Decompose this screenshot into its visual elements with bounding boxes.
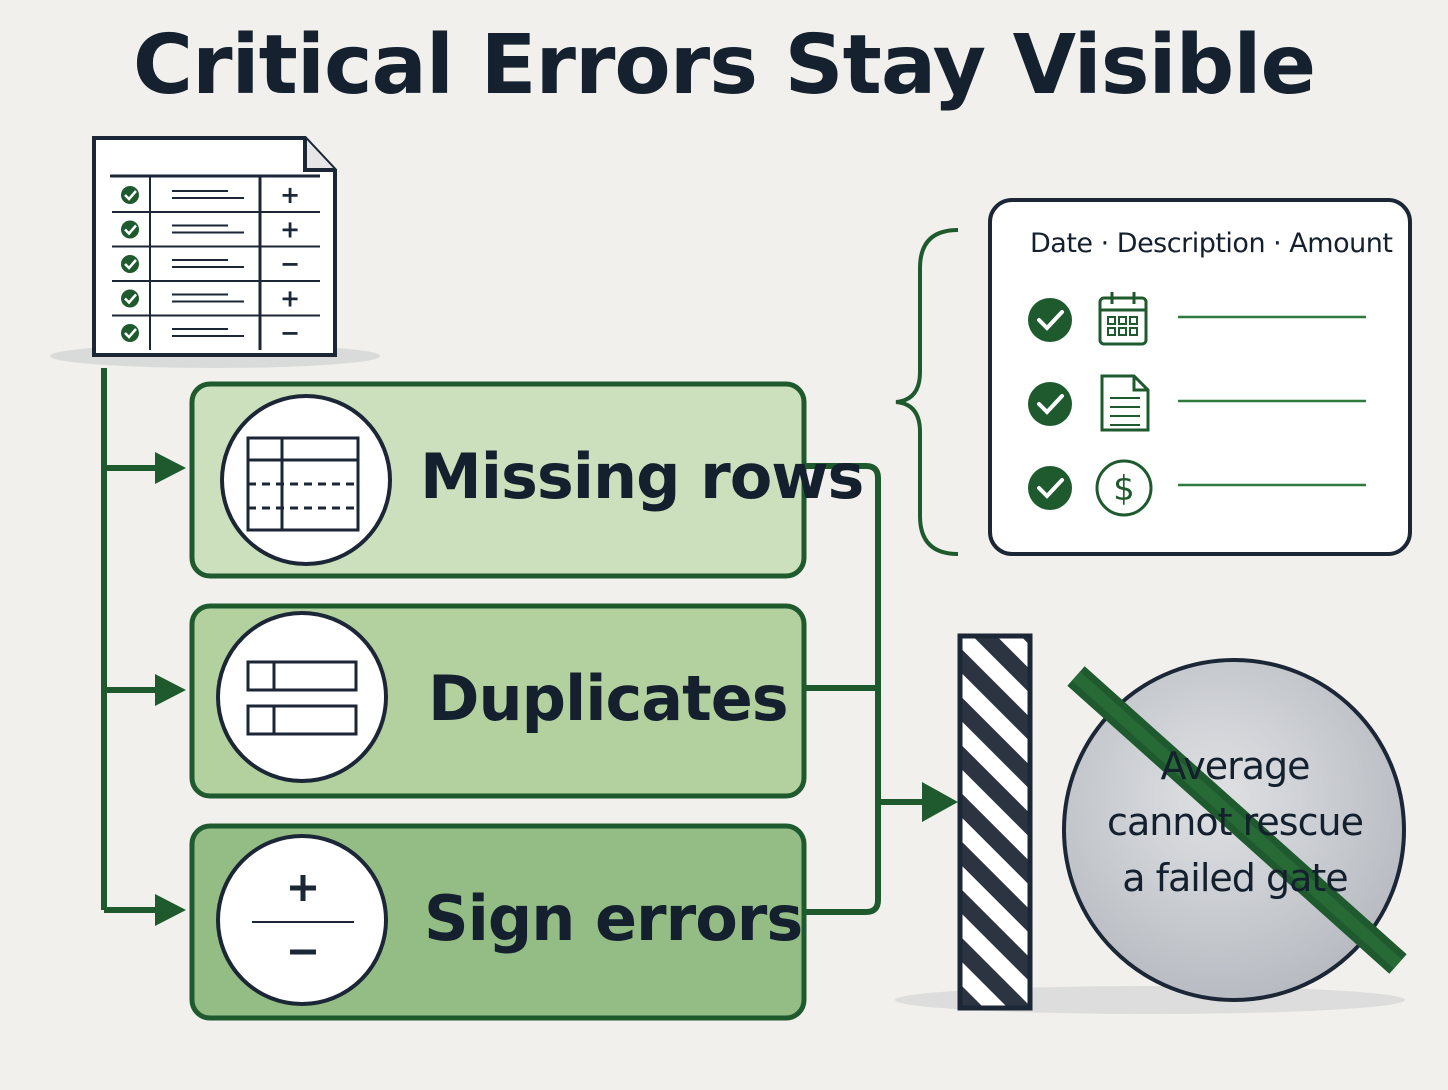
fields-brace [895, 228, 959, 556]
merge-arrowhead [922, 782, 958, 822]
check-icon [121, 324, 139, 342]
document-icon [1100, 374, 1150, 432]
ledger-row: − [112, 250, 320, 282]
ledger-sign: − [280, 250, 300, 278]
gate-note: Average cannot rescue a failed gate [1078, 738, 1392, 906]
dollar-icon: $ [1095, 459, 1153, 517]
gate-note-line-3: a failed gate [1122, 856, 1348, 900]
table-missing-row-icon [246, 436, 360, 532]
field-row: $ [1028, 459, 1366, 517]
ledger-sign: − [280, 319, 300, 347]
page-title: Critical Errors Stay Visible [132, 18, 1316, 113]
field-row [1028, 374, 1366, 432]
ledger-document: + + − + − [50, 136, 380, 368]
fields-card: $ [988, 198, 1412, 556]
check-icon [1028, 382, 1072, 426]
svg-text:$: $ [1113, 469, 1135, 509]
ledger-sign: + [280, 285, 300, 313]
field-row [1028, 292, 1366, 346]
missing-rows-box [189, 381, 807, 579]
sign-errors-label: Sign errors [424, 882, 803, 955]
gate-note-line-2: cannot rescue [1107, 800, 1364, 844]
ledger-sign: + [280, 181, 300, 209]
ledger-row: + [112, 285, 320, 317]
check-icon [121, 289, 139, 308]
average-circle [1062, 658, 1407, 1002]
duplicates-label: Duplicates [428, 662, 789, 735]
ledger-row: + [112, 216, 320, 248]
gate-note-line-1: Average [1160, 744, 1310, 788]
check-icon [1028, 298, 1072, 342]
calendar-icon [1098, 292, 1148, 346]
ledger-row: − [121, 319, 300, 347]
feed-connectors [101, 368, 166, 915]
check-icon [121, 220, 139, 239]
duplicate-rows-icon [246, 660, 358, 736]
check-icon [1028, 466, 1072, 510]
ledger-row: + [112, 181, 320, 213]
plus-minus-icon [252, 875, 354, 955]
feed-arrowheads [155, 452, 186, 926]
check-icon [121, 186, 139, 204]
ledger-sign: + [280, 216, 300, 244]
missing-rows-label: Missing rows [420, 440, 864, 513]
sign-errors-box [189, 823, 807, 1021]
duplicates-box [189, 603, 807, 799]
fields-card-header: Date · Description · Amount [1030, 228, 1393, 259]
check-icon [121, 255, 139, 273]
merge-connectors [806, 463, 928, 915]
